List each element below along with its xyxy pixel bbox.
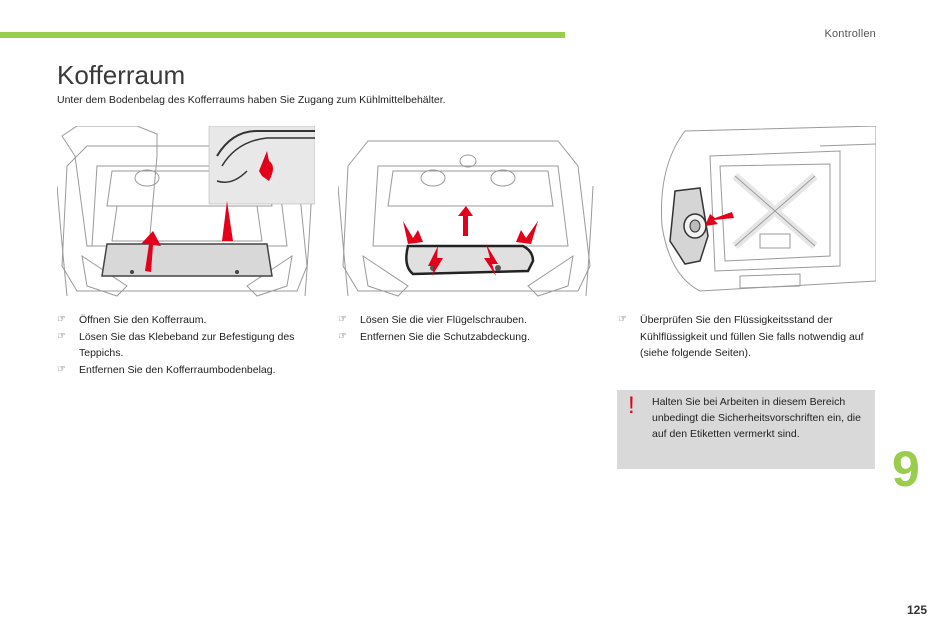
chapter-number: 9 — [892, 441, 920, 497]
page-subtitle: Unter dem Bodenbelag des Kofferraums hab… — [57, 94, 446, 106]
list-item: ☞Lösen Sie die vier Flügelschrauben. — [338, 312, 588, 329]
list-item: ☞Öffnen Sie den Kofferraum. — [57, 312, 317, 329]
warning-box: ! Halten Sie bei Arbeiten in diesem Bere… — [617, 390, 875, 469]
pointing-hand-icon: ☞ — [57, 363, 66, 375]
warning-text: Halten Sie bei Arbeiten in diesem Bereic… — [652, 396, 861, 440]
header-accent-bar — [0, 32, 565, 38]
list-item: ☞Überprüfen Sie den Flüssigkeitsstand de… — [618, 314, 864, 359]
pointing-hand-icon: ☞ — [338, 330, 347, 342]
list-item: ☞Entfernen Sie den Kofferraumbodenbelag. — [57, 362, 317, 379]
page-number: 125 — [906, 603, 927, 617]
step-list-1: ☞Öffnen Sie den Kofferraum. ☞Lösen Sie d… — [57, 312, 317, 378]
red-arrow-icon — [141, 151, 273, 272]
step-list-2: ☞Lösen Sie die vier Flügelschrauben. ☞En… — [338, 312, 588, 345]
red-arrow-icon — [403, 206, 538, 276]
pointing-hand-icon: ☞ — [57, 330, 66, 342]
list-item: ☞Lösen Sie das Klebeband zur Befestigung… — [57, 330, 295, 360]
pointing-hand-icon: ☞ — [57, 314, 66, 325]
warning-icon: ! — [628, 392, 635, 419]
pointing-hand-icon: ☞ — [618, 314, 627, 325]
illustration-open-trunk — [57, 126, 315, 301]
illustration-wing-screws — [338, 126, 596, 301]
list-item: ☞Entfernen Sie die Schutzabdeckung. — [338, 329, 588, 346]
illustration-coolant-reservoir — [640, 126, 876, 301]
step-list-3: ☞Überprüfen Sie den Flüssigkeitsstand de… — [618, 312, 878, 362]
pointing-hand-icon: ☞ — [338, 314, 347, 325]
red-arrow-icon — [705, 212, 734, 226]
section-label: Kontrollen — [824, 28, 876, 40]
page-title: Kofferraum — [57, 60, 186, 90]
